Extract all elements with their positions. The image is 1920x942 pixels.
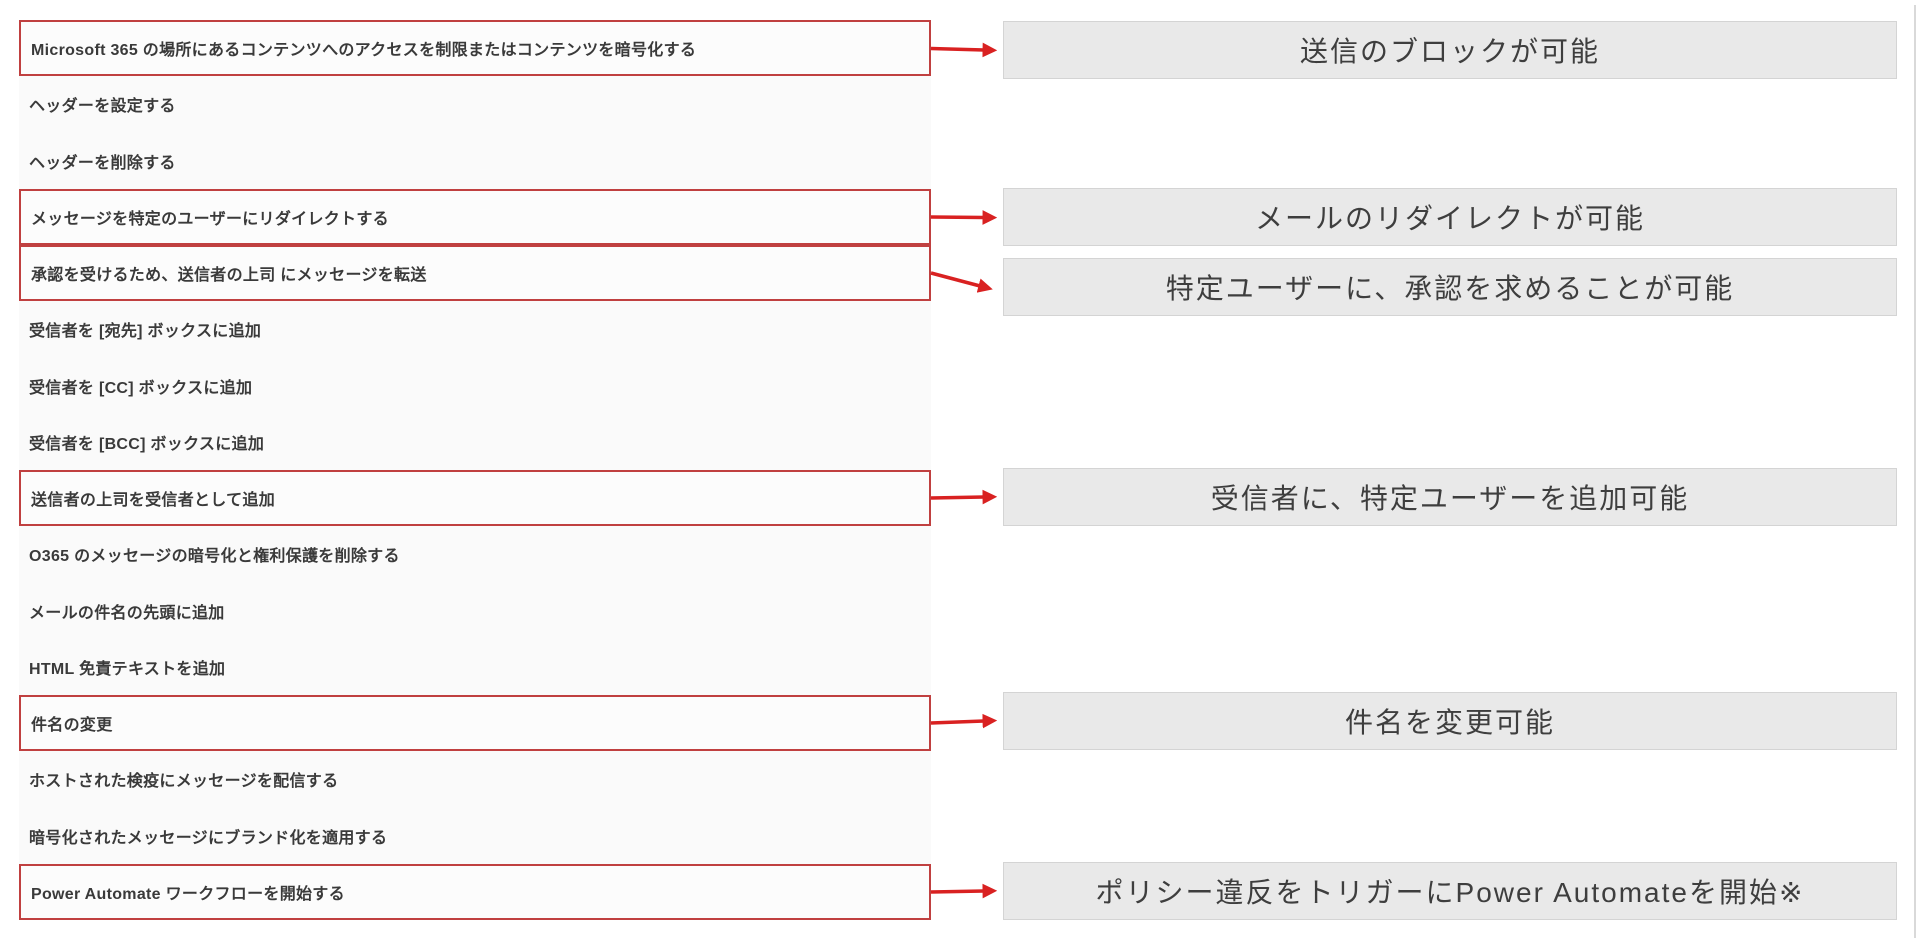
list-item-label: O365 のメッセージの暗号化と権利保護を削除する (29, 548, 400, 566)
list-item-deliver-to-quarantine[interactable]: ホストされた検疫にメッセージを配信する (19, 751, 931, 807)
arrow-modify-subject-icon (930, 713, 998, 729)
list-item-set-header[interactable]: ヘッダーを設定する (19, 76, 931, 132)
callout-power-automate-trigger: ポリシー違反をトリガーにPower Automateを開始※ (1003, 862, 1897, 920)
list-item-prepend-subject[interactable]: メールの件名の先頭に追加 (19, 583, 931, 639)
list-item-label: Microsoft 365 の場所にあるコンテンツへのアクセスを制限またはコンテ… (31, 42, 697, 60)
list-item-label: ヘッダーを設定する (29, 98, 176, 116)
list-item-apply-branding[interactable]: 暗号化されたメッセージにブランド化を適用する (19, 808, 931, 864)
list-item-remove-header[interactable]: ヘッダーを削除する (19, 133, 931, 189)
arrow-approval-icon (930, 271, 993, 293)
callout-label: 件名を変更可能 (1344, 707, 1555, 738)
list-item-label: ヘッダーを削除する (29, 154, 176, 172)
list-item-start-power-automate[interactable]: Power Automate ワークフローを開始する (19, 863, 931, 920)
list-item-add-to-recipients[interactable]: 受信者を [宛先] ボックスに追加 (19, 301, 931, 357)
list-item-label: メッセージを特定のユーザーにリダイレクトする (31, 210, 389, 228)
list-item-label: 件名の変更 (31, 717, 113, 735)
list-item-modify-subject[interactable]: 件名の変更 (19, 695, 931, 752)
list-item-restrict-or-encrypt[interactable]: Microsoft 365 の場所にあるコンテンツへのアクセスを制限またはコンテ… (19, 20, 931, 77)
arrow-redirect-icon (930, 210, 998, 225)
callout-label: メールのリダイレクトが可能 (1254, 203, 1645, 234)
callout-add-recipient: 受信者に、特定ユーザーを追加可能 (1003, 468, 1897, 526)
list-item-add-manager-as-recipient[interactable]: 送信者の上司を受信者として追加 (19, 470, 931, 527)
list-item-label: 受信者を [BCC] ボックスに追加 (29, 435, 265, 453)
list-item-label: Power Automate ワークフローを開始する (31, 885, 345, 903)
callout-label: ポリシー違反をトリガーにPower Automateを開始※ (1095, 877, 1805, 908)
frame-right-border (1914, 5, 1916, 938)
list-item-label: HTML 免責テキストを追加 (29, 660, 226, 678)
list-item-forward-for-approval[interactable]: 承認を受けるため、送信者の上司 にメッセージを転送 (19, 245, 931, 302)
list-item-label: 受信者を [宛先] ボックスに追加 (29, 323, 262, 341)
arrow-block-sending-icon (930, 42, 998, 58)
list-item-label: メールの件名の先頭に追加 (29, 604, 225, 622)
callout-block-sending: 送信のブロックが可能 (1003, 21, 1897, 79)
list-item-add-html-disclaimer[interactable]: HTML 免責テキストを追加 (19, 639, 931, 695)
callout-request-approval: 特定ユーザーに、承認を求めることが可能 (1003, 258, 1897, 316)
callout-label: 特定ユーザーに、承認を求めることが可能 (1165, 273, 1735, 304)
arrow-add-recipient-icon (930, 489, 998, 505)
list-item-redirect-message[interactable]: メッセージを特定のユーザーにリダイレクトする (19, 188, 931, 245)
callout-label: 送信のブロックが可能 (1299, 36, 1600, 67)
action-list-panel: Microsoft 365 の場所にあるコンテンツへのアクセスを制限またはコンテ… (19, 20, 931, 920)
list-item-label: 承認を受けるため、送信者の上司 にメッセージを転送 (31, 267, 427, 285)
list-item-add-bcc-recipients[interactable]: 受信者を [BCC] ボックスに追加 (19, 414, 931, 470)
list-item-label: ホストされた検疫にメッセージを配信する (29, 773, 339, 791)
list-item-label: 暗号化されたメッセージにブランド化を適用する (29, 829, 388, 847)
list-item-add-cc-recipients[interactable]: 受信者を [CC] ボックスに追加 (19, 358, 931, 414)
list-item-label: 受信者を [CC] ボックスに追加 (29, 379, 253, 397)
callout-modify-subject: 件名を変更可能 (1003, 692, 1897, 750)
callout-mail-redirect: メールのリダイレクトが可能 (1003, 188, 1897, 246)
arrow-power-automate-icon (930, 883, 998, 899)
list-item-label: 送信者の上司を受信者として追加 (31, 492, 276, 510)
callout-label: 受信者に、特定ユーザーを追加可能 (1210, 483, 1690, 514)
list-item-remove-encryption[interactable]: O365 のメッセージの暗号化と権利保護を削除する (19, 526, 931, 582)
